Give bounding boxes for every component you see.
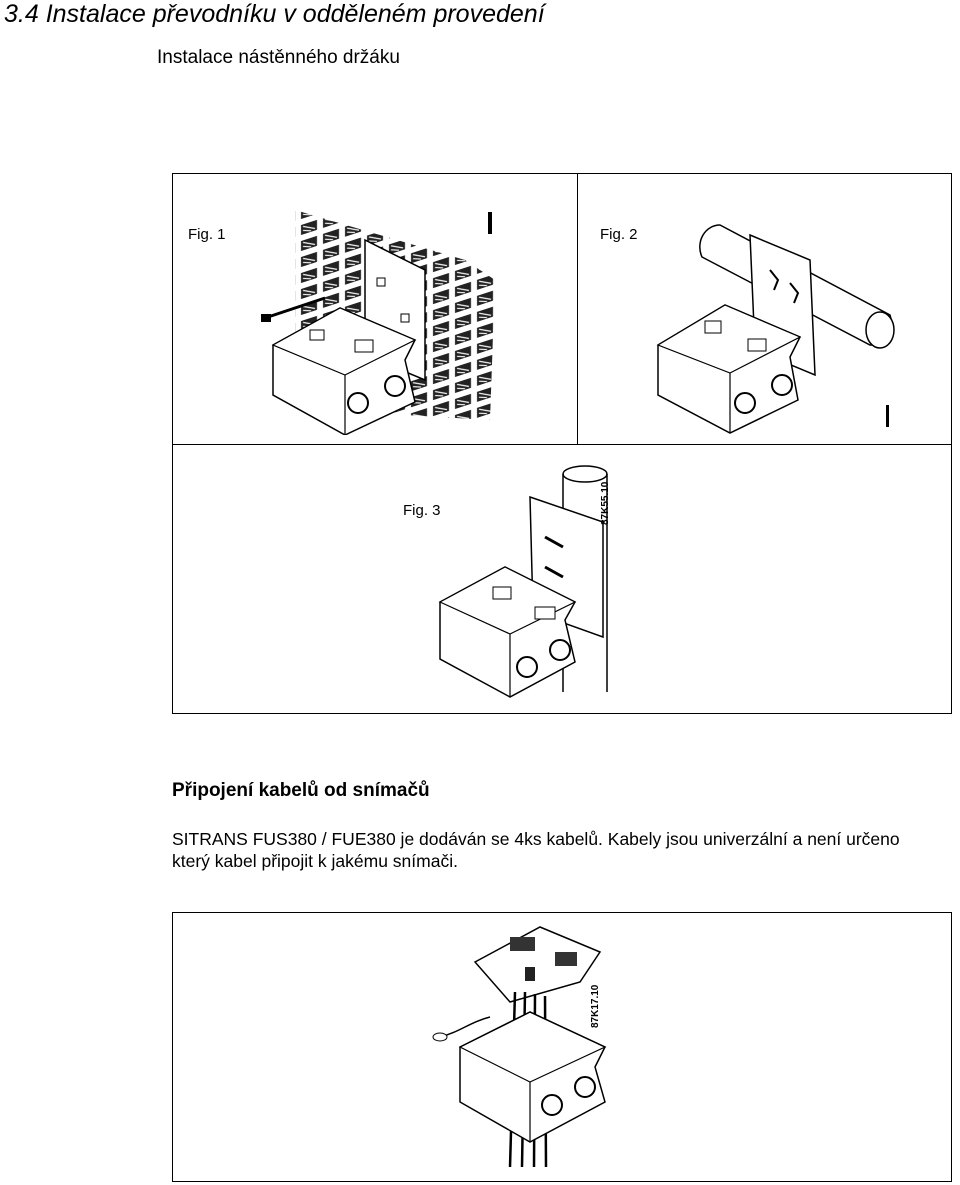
page-title: 3.4 Instalace převodníku v odděleném pro… <box>4 0 545 28</box>
bottom-code-label: 87K17.10 <box>590 984 601 1028</box>
fig3-label: Fig. 3 <box>403 502 441 519</box>
paragraph-line-1: SITRANS FUS380 / FUE380 je dodáván se 4k… <box>172 829 900 849</box>
section-heading: Připojení kabelů od snímačů <box>172 780 430 801</box>
page-subtitle: Instalace nástěnného držáku <box>157 47 400 68</box>
fig1-label: Fig. 1 <box>188 226 226 243</box>
cable-connection-illustration <box>432 926 607 1167</box>
fig3-code-label: 87K55.10 <box>600 481 611 525</box>
fig2-label: Fig. 2 <box>600 226 638 243</box>
fig2-pipe-mount-illustration <box>656 224 895 434</box>
paragraph-line-2: který kabel připojit k jakému snímači. <box>172 851 458 871</box>
figure-divider <box>577 173 578 445</box>
fig3-vertical-pipe-illustration <box>438 465 608 698</box>
section-paragraph: SITRANS FUS380 / FUE380 je dodáván se 4k… <box>172 828 960 872</box>
fig1-wall-mount-illustration <box>261 210 495 435</box>
